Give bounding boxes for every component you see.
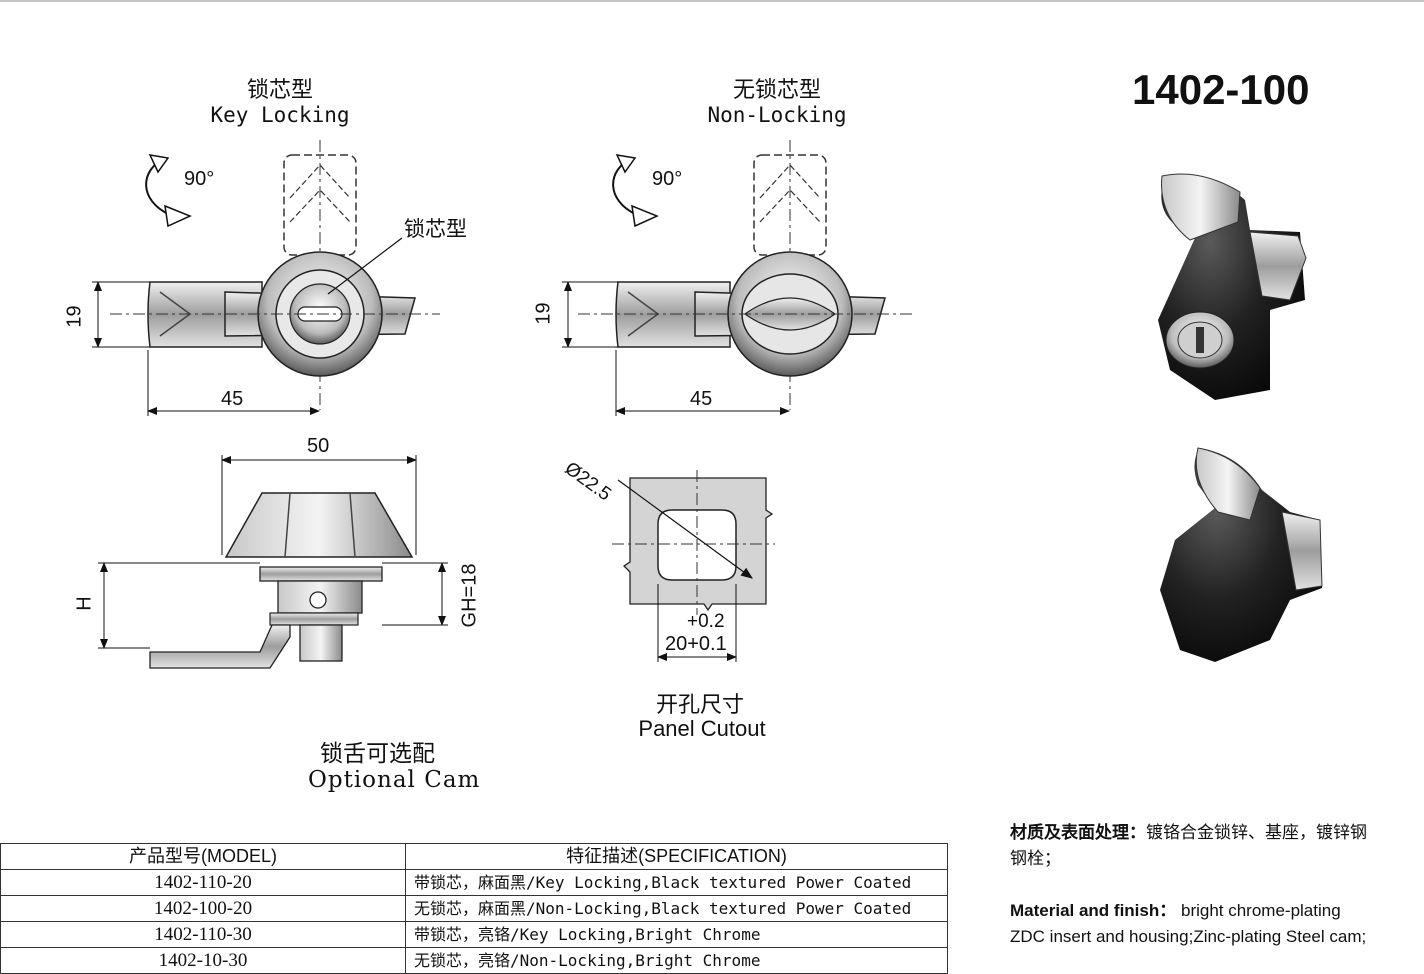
table-row: 1402-10-30 无锁芯，亮铬/Non-Locking,Bright Chr… [0,947,948,974]
product-photo-non-locking [1160,447,1323,662]
non-dim-height: 19 [532,302,555,325]
product-photo-key-locking [1158,173,1307,400]
model-cell: 1402-10-30 [0,947,406,974]
optional-cam-cn: 锁舌可选配 [320,741,435,767]
spec-cell: 无锁芯，麻面黑/Non-Locking,Black textured Power… [405,895,948,922]
material-cn-text-1: 镀铬合金锁锌、基座，镀锌钢 [1146,823,1367,842]
side-dim-h: H [73,596,96,611]
cutout-width: 20+0.1 [665,633,727,655]
key-locking-title-en: Key Locking [210,103,350,127]
non-rotation-label: 90° [652,168,683,190]
spec-cell: 无锁芯，亮铬/Non-Locking,Bright Chrome [405,947,948,974]
table-row: 1402-110-20 带锁芯，麻面黑/Key Locking,Black te… [0,869,948,896]
non-dim-width: 45 [690,388,713,410]
panel-cutout-cn: 开孔尺寸 [655,693,744,718]
non-locking-title-cn: 无锁芯型 [732,78,821,103]
model-number-title: 1402-100 [1132,66,1310,113]
key-locking-title-cn: 锁芯型 [246,78,313,103]
table-header-model: 产品型号(MODEL) [0,843,406,870]
cutout-tolerance: +0.2 [687,611,725,632]
model-cell: 1402-110-30 [0,921,406,948]
material-en-label: Material and finish： [1010,901,1177,920]
key-locking-callout: 锁芯型 [404,217,467,241]
model-cell: 1402-100-20 [0,895,406,922]
non-locking-front-view [562,140,915,416]
material-cn-label: 材质及表面处理： [1010,823,1146,842]
key-dim-width: 45 [221,388,244,410]
optional-cam-en: Optional Cam [308,767,481,793]
table-header-spec: 特征描述(SPECIFICATION) [405,843,948,870]
panel-cutout-drawing [612,470,775,662]
table-header-row: 产品型号(MODEL) 特征描述(SPECIFICATION) [0,843,948,870]
key-dim-height: 19 [63,305,86,328]
spec-table: 产品型号(MODEL) 特征描述(SPECIFICATION) 1402-110… [0,843,948,974]
non-locking-title-en: Non-Locking [707,103,847,127]
model-cell: 1402-110-20 [0,869,406,896]
panel-cutout-en: Panel Cutout [638,716,766,741]
material-en-text-1: bright chrome-plating [1180,901,1341,920]
material-cn-block: 材质及表面处理：镀铬合金锁锌、基座，镀锌钢 钢栓； [1010,820,1420,872]
table-row: 1402-110-30 带锁芯，亮铬/Key Locking,Bright Ch… [0,921,948,948]
key-rotation-label: 90° [184,168,215,190]
side-dim-gh: GH=18 [458,563,481,628]
side-view-drawing [98,455,448,669]
key-locking-front-view [92,140,440,416]
spec-cell: 带锁芯，亮铬/Key Locking,Bright Chrome [405,921,948,948]
material-cn-text-2: 钢栓； [1010,849,1061,868]
side-dim-width: 50 [307,435,330,457]
material-en-block: Material and finish： bright chrome-plati… [1010,898,1424,950]
table-row: 1402-100-20 无锁芯，麻面黑/Non-Locking,Black te… [0,895,948,922]
spec-cell: 带锁芯，麻面黑/Key Locking,Black textured Power… [405,869,948,896]
material-en-text-2: ZDC insert and housing;Zinc-plating Stee… [1010,927,1367,946]
